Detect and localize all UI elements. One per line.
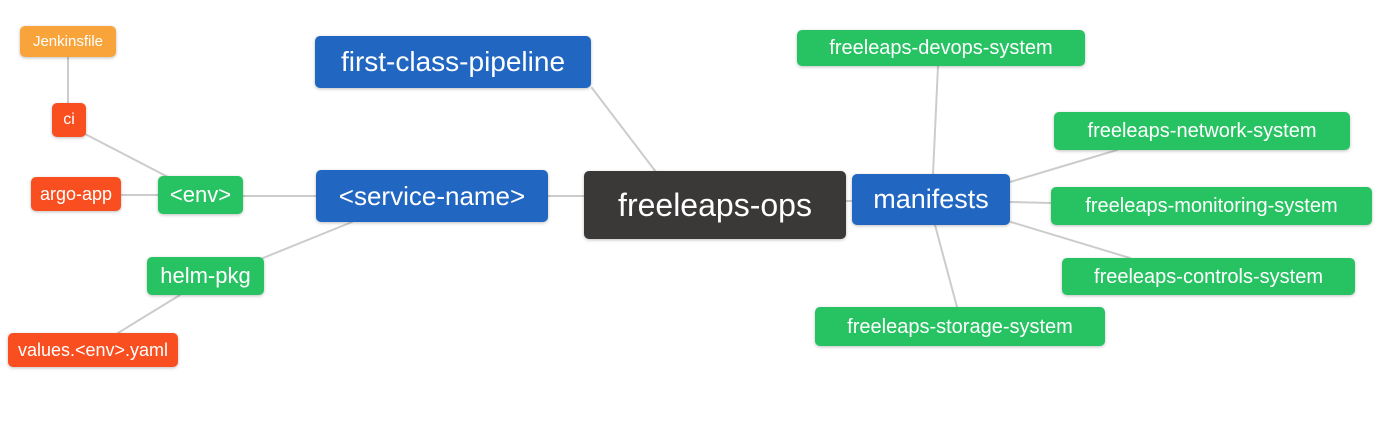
edge-manifests-devops-system — [932, 65, 939, 175]
node-values-env-yaml[interactable]: values.<env>.yaml — [8, 333, 178, 367]
edge-manifests-controls-system — [1010, 221, 1131, 259]
node-freeleaps-storage-system[interactable]: freeleaps-storage-system — [815, 307, 1105, 346]
node-helm-pkg[interactable]: helm-pkg — [147, 257, 264, 295]
edge-helm-pkg-values-env-yaml — [117, 294, 181, 334]
node-freeleaps-monitoring-system[interactable]: freeleaps-monitoring-system — [1051, 187, 1372, 225]
node-service-name[interactable]: <service-name> — [316, 170, 548, 222]
edge-first-class-pipeline-ops — [591, 87, 657, 173]
node-freeleaps-network-system[interactable]: freeleaps-network-system — [1054, 112, 1350, 150]
node-argo-app[interactable]: argo-app — [31, 177, 121, 211]
node-freeleaps-ops[interactable]: freeleaps-ops — [584, 171, 846, 239]
edge-ci-env — [84, 133, 169, 178]
node-freeleaps-controls-system[interactable]: freeleaps-controls-system — [1062, 258, 1355, 295]
node-freeleaps-devops-system[interactable]: freeleaps-devops-system — [797, 30, 1085, 66]
node-first-class-pipeline[interactable]: first-class-pipeline — [315, 36, 591, 88]
edge-manifests-network-system — [1009, 149, 1118, 183]
edge-helm-pkg-service-name — [262, 221, 353, 259]
node-env[interactable]: <env> — [158, 176, 243, 214]
node-manifests[interactable]: manifests — [852, 174, 1010, 225]
node-ci[interactable]: ci — [52, 103, 86, 137]
edge-manifests-monitoring-system — [1009, 201, 1052, 204]
node-jenkinsfile[interactable]: Jenkinsfile — [20, 26, 116, 57]
edge-manifests-storage-system — [934, 224, 958, 308]
